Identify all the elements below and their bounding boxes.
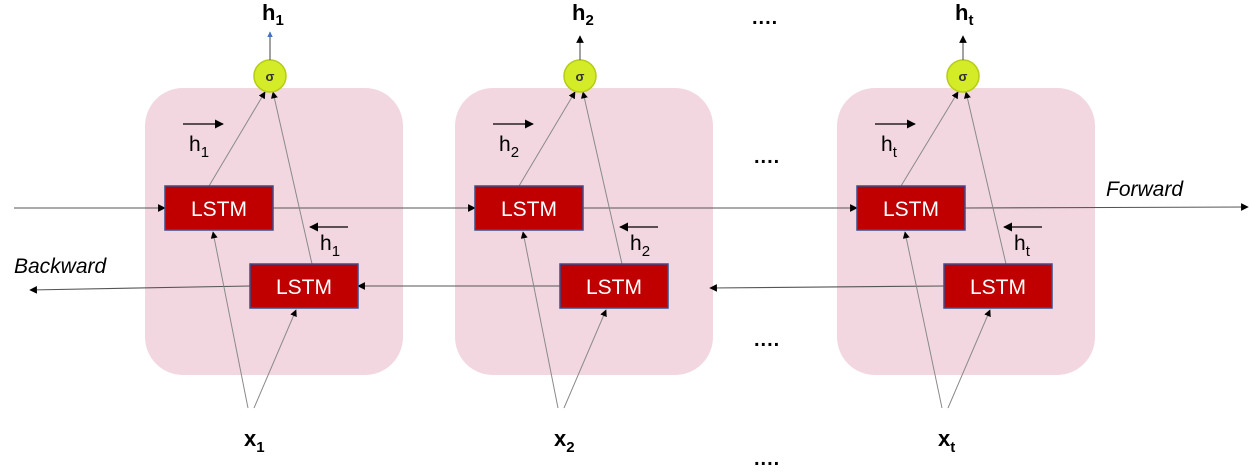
backward-to-sigma-step-1 bbox=[270, 91, 313, 265]
cell-step-t bbox=[837, 88, 1095, 375]
ellipsis-bottom: .... bbox=[754, 448, 780, 470]
node-layer: LSTMLSTMσh1x1h1h1LSTMLSTMσh2x2h2h2LSTMLS… bbox=[164, 0, 1053, 456]
forward-to-sigma-step-1 bbox=[208, 91, 266, 187]
backward-to-sigma-step-2 bbox=[580, 91, 623, 265]
backward-lstm-step-2 bbox=[559, 263, 669, 309]
backward-lstm-label-step-1: LSTM bbox=[276, 276, 332, 299]
input-to-backward-step-t bbox=[947, 309, 991, 409]
input-label-step-2: x2 bbox=[554, 426, 575, 456]
input-to-backward-step-2 bbox=[563, 309, 607, 409]
sigma-symbol-step-2: σ bbox=[576, 69, 585, 84]
sigma-symbol-step-t: σ bbox=[959, 69, 968, 84]
output-label-step-2: h2 bbox=[572, 0, 594, 29]
forward-to-sigma-step-2 bbox=[518, 91, 576, 187]
cell-step-1 bbox=[145, 88, 403, 375]
forward-state-label-step-1: h1 bbox=[189, 133, 209, 161]
input-to-backward-step-1 bbox=[253, 309, 297, 409]
connection-layer bbox=[208, 91, 1007, 409]
backward-label: Backward bbox=[14, 255, 108, 278]
forward-to-sigma-step-t bbox=[900, 91, 959, 187]
input-to-forward-step-t bbox=[902, 231, 943, 409]
ellipsis-lower: .... bbox=[754, 329, 780, 351]
backward-lstm-label-step-2: LSTM bbox=[586, 276, 642, 299]
ellipsis-top: .... bbox=[752, 7, 778, 29]
forward-lstm-step-2 bbox=[474, 185, 584, 231]
cell-step-2 bbox=[455, 88, 713, 375]
backward-lstm-label-step-t: LSTM bbox=[970, 276, 1026, 299]
input-to-forward-step-2 bbox=[520, 231, 559, 409]
backward-state-label-step-t: ht bbox=[1014, 232, 1031, 260]
backward-flow-out bbox=[29, 285, 251, 294]
input-to-forward-step-1 bbox=[210, 231, 249, 409]
output-label-step-t: ht bbox=[955, 0, 973, 29]
forward-flow-out bbox=[964, 203, 1249, 211]
backward-flow-last bbox=[709, 284, 945, 292]
output-label-step-1: h1 bbox=[262, 0, 284, 29]
backward-state-label-step-2: h2 bbox=[630, 232, 650, 260]
forward-lstm-step-t bbox=[856, 185, 966, 231]
sigma-symbol-step-1: σ bbox=[266, 69, 275, 84]
input-label-step-1: x1 bbox=[244, 426, 265, 456]
forward-lstm-label-step-1: LSTM bbox=[191, 198, 247, 221]
backward-lstm-step-1 bbox=[249, 263, 359, 309]
backward-state-label-step-1: h1 bbox=[320, 232, 340, 260]
flow-layer bbox=[14, 203, 1249, 294]
ellipsis-middle: .... bbox=[754, 146, 780, 168]
backward-to-sigma-step-t bbox=[964, 91, 1007, 265]
forward-lstm-step-1 bbox=[164, 185, 274, 231]
backward-lstm-step-t bbox=[943, 263, 1053, 309]
forward-state-label-step-t: ht bbox=[881, 133, 898, 161]
forward-lstm-label-step-2: LSTM bbox=[501, 198, 557, 221]
input-label-step-t: xt bbox=[938, 426, 955, 456]
cell-layer bbox=[145, 88, 1095, 375]
forward-lstm-label-step-t: LSTM bbox=[883, 198, 939, 221]
forward-label: Forward bbox=[1106, 178, 1184, 201]
forward-state-label-step-2: h2 bbox=[499, 133, 519, 161]
